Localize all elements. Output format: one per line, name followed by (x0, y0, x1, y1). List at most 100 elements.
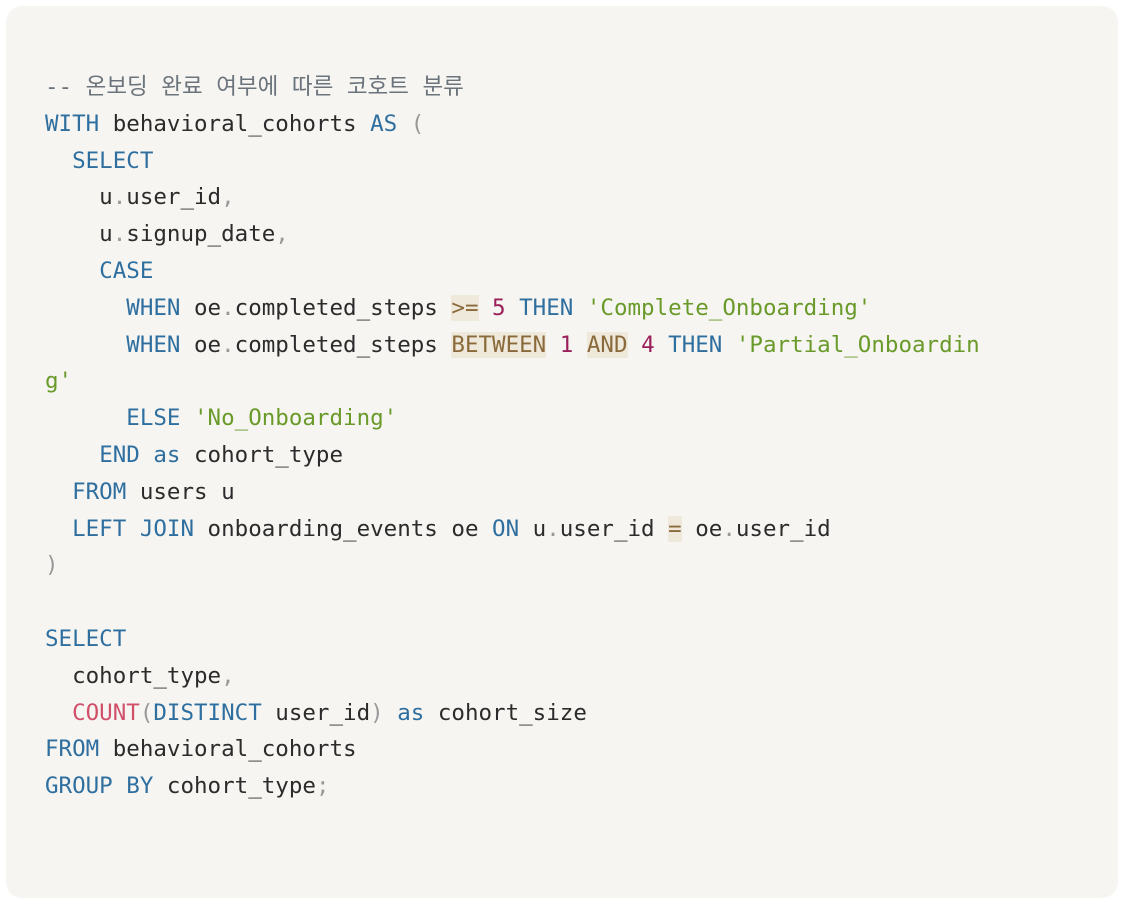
code-token-plain: oe (681, 515, 723, 542)
code-line: COUNT(DISTINCT user_id) as cohort_size (45, 695, 980, 732)
code-token-plain (397, 111, 411, 137)
code-token-keyword: AS (370, 110, 398, 137)
code-line: LEFT JOIN onboarding_events oe ON u.user… (45, 511, 980, 548)
code-token-plain: u (45, 221, 113, 248)
code-token-punct: ( (139, 699, 154, 726)
code-token-string: 'Partial_Onboardin (735, 331, 980, 358)
code-line: WHEN oe.completed_steps >= 5 THEN 'Compl… (45, 290, 980, 327)
code-token-punct: , (221, 662, 235, 689)
code-token-keyword: FROM (45, 736, 100, 763)
code-token-keyword: WHEN (126, 331, 181, 358)
code-token-plain: completed_steps (234, 331, 452, 358)
code-token-keyword: ON (492, 515, 520, 542)
code-line: ELSE 'No_Onboarding' (45, 400, 980, 437)
code-line: g' (45, 363, 980, 400)
code-token-plain: signup_date (126, 221, 276, 248)
code-token-keyword: DISTINCT (153, 699, 262, 726)
code-token-punct: . (722, 515, 736, 542)
code-token-plain: user_id (261, 699, 371, 726)
code-token-operator: = (668, 515, 682, 542)
code-token-plain: cohort_type (153, 773, 316, 800)
code-line: GROUP BY cohort_type; (45, 768, 980, 805)
code-line: CASE (45, 253, 980, 290)
code-token-number: 5 (492, 294, 506, 321)
code-token-punct: ) (370, 699, 384, 726)
code-token-keyword: as (153, 441, 181, 468)
code-line: WITH behavioral_cohorts AS ( (45, 106, 980, 143)
code-token-plain: user_id (559, 515, 669, 542)
code-token-plain (573, 295, 587, 321)
code-token-keyword: THEN (519, 294, 574, 321)
code-token-plain: cohort_type (180, 441, 344, 468)
code-token-plain: user_id (735, 515, 831, 542)
code-token-string: 'Complete_Onboarding' (586, 294, 872, 321)
code-token-punct: ; (315, 773, 330, 800)
code-token-keyword: END (99, 441, 140, 468)
sql-code: -- 온보딩 완료 여부에 따른 코호트 분류 WITH behavioral_c… (45, 69, 980, 805)
code-token-plain (140, 442, 154, 468)
code-token-keyword: THEN (668, 331, 723, 358)
code-token-punct: . (546, 515, 560, 542)
code-token-plain (546, 332, 560, 358)
code-token-plain: onboarding_events oe (194, 515, 493, 542)
code-token-plain (45, 442, 99, 468)
code-line: END as cohort_type (45, 437, 980, 474)
code-line: u.user_id, (45, 179, 980, 216)
code-token-plain: users u (126, 478, 235, 505)
code-line: SELECT (45, 621, 980, 658)
code-token-plain (573, 332, 587, 358)
code-token-plain (45, 295, 126, 321)
code-line: FROM behavioral_cohorts (45, 731, 980, 768)
code-token-plain: oe (180, 331, 222, 358)
code-token-function: COUNT (72, 699, 140, 726)
code-token-keyword: LEFT JOIN (72, 515, 195, 542)
code-token-plain: u (519, 515, 547, 542)
code-token-plain (655, 332, 669, 358)
code-token-operator: AND (586, 331, 628, 358)
code-token-plain (45, 516, 72, 542)
code-token-plain: behavioral_cohorts (99, 110, 371, 137)
code-token-plain (45, 405, 126, 431)
code-token-plain: user_id (126, 184, 222, 211)
code-token-operator: >= (451, 294, 479, 321)
code-token-plain: u (45, 184, 113, 211)
code-token-operator: BETWEEN (451, 331, 547, 358)
code-token-plain (180, 405, 194, 431)
code-token-punct: , (275, 221, 289, 248)
code-line: cohort_type, (45, 658, 980, 695)
code-token-punct: . (112, 184, 127, 211)
code-token-plain: cohort_size (424, 699, 587, 726)
code-line: u.signup_date, (45, 216, 980, 253)
code-token-keyword: WHEN (126, 294, 181, 321)
code-token-comment: -- 온보딩 완료 여부에 따른 코호트 분류 (45, 74, 464, 100)
code-token-keyword: SELECT (45, 625, 127, 652)
code-token-keyword: GROUP BY (45, 773, 154, 800)
code-token-keyword: ELSE (126, 405, 181, 432)
code-token-keyword: as (397, 699, 425, 726)
code-token-punct: ( (410, 110, 425, 137)
code-token-string: 'No_Onboarding' (194, 405, 398, 432)
code-token-punct: ) (45, 552, 59, 579)
code-token-number: 4 (641, 331, 655, 358)
code-line (45, 584, 980, 621)
code-token-punct: , (221, 184, 235, 211)
code-line: WHEN oe.completed_steps BETWEEN 1 AND 4 … (45, 327, 980, 364)
code-token-plain (45, 148, 72, 174)
code-line: SELECT (45, 143, 980, 180)
code-token-plain: behavioral_cohorts (99, 736, 357, 763)
code-token-plain: completed_steps (234, 294, 452, 321)
code-token-keyword: FROM (72, 478, 127, 505)
code-token-plain (45, 332, 126, 358)
code-token-string: g' (45, 368, 73, 395)
code-block: -- 온보딩 완료 여부에 따른 코호트 분류 WITH behavioral_c… (6, 6, 1118, 898)
code-token-plain: oe (180, 294, 222, 321)
code-token-plain (506, 295, 520, 321)
code-token-plain (45, 700, 72, 726)
code-line: -- 온보딩 완료 여부에 따른 코호트 분류 (45, 69, 980, 106)
code-token-plain: cohort_type (45, 662, 222, 689)
code-token-plain (45, 258, 99, 284)
code-line: FROM users u (45, 474, 980, 511)
code-token-number: 1 (559, 331, 574, 358)
code-token-punct: . (112, 221, 127, 248)
code-token-keyword: SELECT (72, 147, 154, 174)
